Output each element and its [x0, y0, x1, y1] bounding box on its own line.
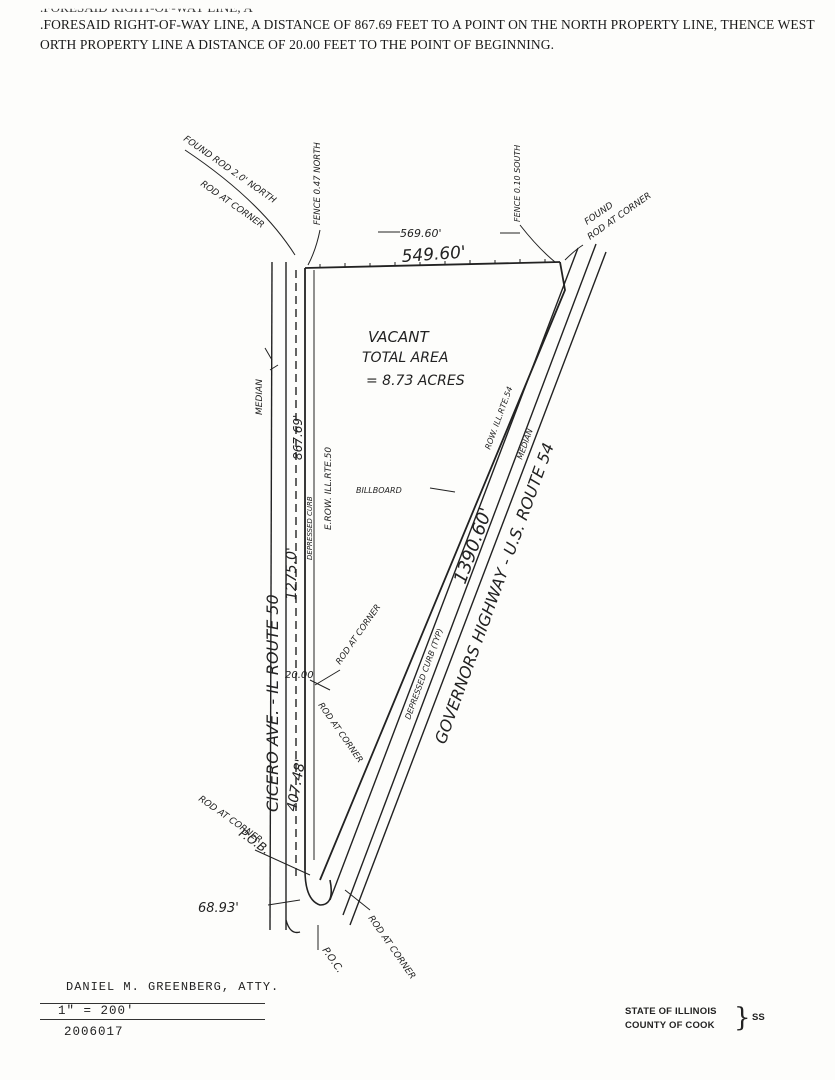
- doc-number: 2006017: [64, 1025, 124, 1039]
- poc-label: P.O.C.: [320, 945, 345, 975]
- leader-rod-mid: [314, 669, 341, 686]
- east-road-line-1: [329, 247, 579, 901]
- footer-rule-1: [40, 1003, 265, 1004]
- ss-label: SS: [752, 1012, 765, 1023]
- rod-at-corner-pob-label: ROD AT CORNER: [196, 794, 263, 845]
- west-dim: 1275.0': [284, 547, 300, 600]
- road-east-label: GOVERNORS HIGHWAY - U.S. ROUTE 54: [431, 440, 558, 746]
- row-east-label: ROW. ILL.RTE.54: [483, 385, 514, 450]
- dim-2000-label: 20.00: [285, 670, 314, 681]
- fence-right-label: FENCE 0.10 SOUTH: [513, 145, 522, 222]
- north-dim: 549.60': [401, 243, 466, 267]
- leader-rod-tip: [344, 889, 371, 911]
- leader-found-rod-right: [564, 244, 584, 261]
- west-curb-label: DEPRESSED CURB: [306, 496, 314, 560]
- north-property-line: [304, 261, 561, 269]
- leader-tip-dim: [267, 899, 301, 906]
- tip-dim: 68.93': [198, 901, 239, 916]
- leader-found-rod-left: [184, 149, 296, 256]
- north-tick-marks: [319, 259, 546, 268]
- acres-label: = 8.73 ACRES: [366, 373, 465, 389]
- west-road-line-outer: [269, 261, 273, 931]
- legal-description-line-1: .FORESAID RIGHT-OF-WAY LINE, A DISTANCE …: [40, 17, 815, 32]
- brace-glyph: }: [734, 1003, 751, 1033]
- median-right-label: MEDIAN: [515, 428, 534, 461]
- legal-description-line-2: ORTH PROPERTY LINE A DISTANCE OF 20.00 F…: [40, 37, 555, 52]
- total-area-label: TOTAL AREA: [362, 350, 448, 366]
- hyp-curb-label: DEPRESSED CURB (TYP): [403, 627, 444, 720]
- rod-at-corner-tip-label: ROD AT CORNER: [366, 914, 417, 981]
- road-west-label: CICERO AVE. - IL ROUTE 50: [263, 594, 282, 812]
- east-road-line-3: [349, 251, 607, 926]
- south-tip-curve: [304, 869, 333, 906]
- leader-rod-mid2: [309, 679, 331, 691]
- state-label: STATE OF ILLINOIS: [625, 1006, 717, 1017]
- legal-line-cut: .FORESAID RIGHT-OF-WAY LINE, A: [40, 0, 253, 15]
- fence-left-label: FENCE 0.47 NORTH: [313, 142, 323, 225]
- rod-corner-mid2-label: ROD AT CORNER: [316, 701, 365, 765]
- north-dim-record: 569.60': [400, 227, 442, 240]
- leader-median: [264, 347, 279, 371]
- leader-billboard: [429, 487, 456, 493]
- east-property-line: [319, 261, 566, 881]
- found-rod-left-label: FOUND ROD 2.0' NORTH: [181, 134, 277, 206]
- median-left-label: MEDIAN: [255, 379, 265, 415]
- hyp-dim: 1390.60': [450, 505, 497, 587]
- leader-fence-right: [519, 224, 556, 263]
- footer-rule-2: [40, 1019, 265, 1020]
- rod-corner-mid-label: ROD AT CORNER: [334, 603, 383, 667]
- leader-north-dim: [378, 231, 520, 234]
- scale-label: 1" = 200': [58, 1004, 135, 1018]
- west-dim-record: 867.69': [291, 415, 305, 460]
- west-row-label: E.ROW. ILL.RTE.50: [324, 447, 334, 530]
- billboard-label: BILLBOARD: [356, 486, 402, 495]
- road-curve-bottom: [285, 919, 301, 934]
- east-road-line-2: [342, 243, 597, 916]
- leader-fence-left: [307, 229, 321, 266]
- county-label: COUNTY OF COOK: [625, 1020, 715, 1031]
- attorney-label: DANIEL M. GREENBERG, ATTY.: [66, 980, 280, 994]
- leader-pob: [254, 849, 311, 876]
- vacant-label: VACANT: [368, 328, 430, 346]
